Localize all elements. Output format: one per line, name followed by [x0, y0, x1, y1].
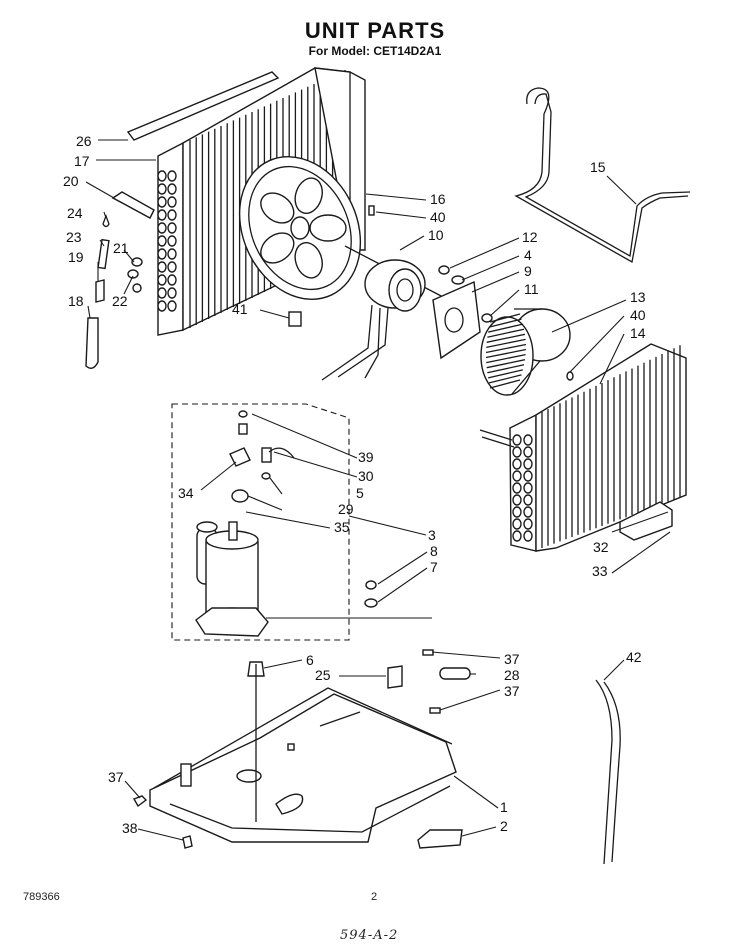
drain-cover-part [619, 501, 673, 541]
callout-c35: 35 [334, 519, 350, 535]
model-subtitle: For Model: CET14D2A1 [308, 44, 442, 58]
document-code: 789366 [23, 891, 60, 903]
callout-c25: 25 [315, 667, 331, 683]
bracket-part-41 [288, 311, 302, 327]
callout-c1: 1 [500, 799, 508, 815]
wire-harness [595, 679, 621, 865]
fan-shroud [238, 156, 362, 300]
drop-part-24 [102, 214, 110, 228]
gasket-part-28 [439, 667, 471, 680]
callout-c42: 42 [626, 649, 642, 665]
callout-c23: 23 [66, 229, 82, 245]
callout-c30: 30 [358, 468, 374, 484]
callout-c24: 24 [67, 205, 83, 221]
fan-motor [321, 245, 446, 381]
callout-c37a: 37 [504, 651, 520, 667]
callout-c34: 34 [178, 485, 194, 501]
callout-c11: 11 [524, 281, 539, 297]
callout-c21: 21 [113, 240, 129, 256]
tube-part-18 [85, 317, 99, 369]
compressor [195, 521, 269, 637]
tube-part-20 [111, 191, 155, 219]
evaporator-coil [479, 343, 687, 552]
callout-c37c: 37 [108, 769, 124, 785]
callout-c7: 7 [430, 559, 438, 575]
callout-c39: 39 [358, 449, 374, 465]
callout-c19: 19 [68, 249, 84, 265]
callout-c20: 20 [63, 173, 79, 189]
base-pan [149, 687, 457, 843]
callout-c17: 17 [74, 153, 90, 169]
screw-part-37a [422, 649, 434, 656]
clips-part-21-22 [127, 257, 143, 293]
blower-wheel [480, 308, 571, 396]
callout-c12: 12 [522, 229, 538, 245]
compressor-kit-box [171, 403, 350, 641]
callout-c32: 32 [593, 539, 609, 555]
bracket-part-25 [387, 665, 403, 689]
capillary-tube [514, 87, 689, 264]
callout-c41: 41 [232, 301, 248, 317]
handwritten-note: 594-A-2 [340, 928, 399, 943]
callout-leaders [85, 139, 671, 841]
callout-c26: 26 [76, 133, 92, 149]
callout-c33: 33 [592, 563, 608, 579]
callout-c4: 4 [524, 247, 532, 263]
callout-c9: 9 [524, 263, 532, 279]
callout-c5: 5 [356, 485, 364, 501]
callout-c40a: 40 [430, 209, 446, 225]
base-bracket-part-2 [417, 829, 463, 849]
callout-c15: 15 [590, 159, 606, 175]
callout-c22: 22 [112, 293, 128, 309]
callout-c8: 8 [430, 543, 438, 559]
callout-c10: 10 [428, 227, 444, 243]
callout-c37b: 37 [504, 683, 520, 699]
clip-part-19 [95, 279, 105, 303]
callout-c6: 6 [306, 652, 314, 668]
callout-c13: 13 [630, 289, 646, 305]
screw-part-40 [368, 205, 375, 216]
callout-c16: 16 [430, 191, 446, 207]
callout-c18: 18 [68, 293, 84, 309]
callout-c28: 28 [504, 667, 520, 683]
callout-c40b: 40 [630, 307, 646, 323]
screw-part-40b [566, 371, 574, 381]
callout-c38: 38 [122, 820, 138, 836]
screw-part-37b [429, 707, 441, 714]
compressor-terminal-parts [229, 410, 378, 608]
callout-c3: 3 [428, 527, 436, 543]
clip-part-38 [182, 835, 193, 849]
page-title: UNIT PARTS [304, 18, 446, 43]
callout-c14: 14 [630, 325, 646, 341]
motor-mount-bracket [432, 280, 481, 360]
callout-c29: 29 [338, 501, 354, 517]
tube-part-23 [97, 238, 110, 270]
seal-strip [126, 71, 280, 141]
callout-c2: 2 [500, 818, 508, 834]
page-number: 2 [371, 891, 378, 903]
